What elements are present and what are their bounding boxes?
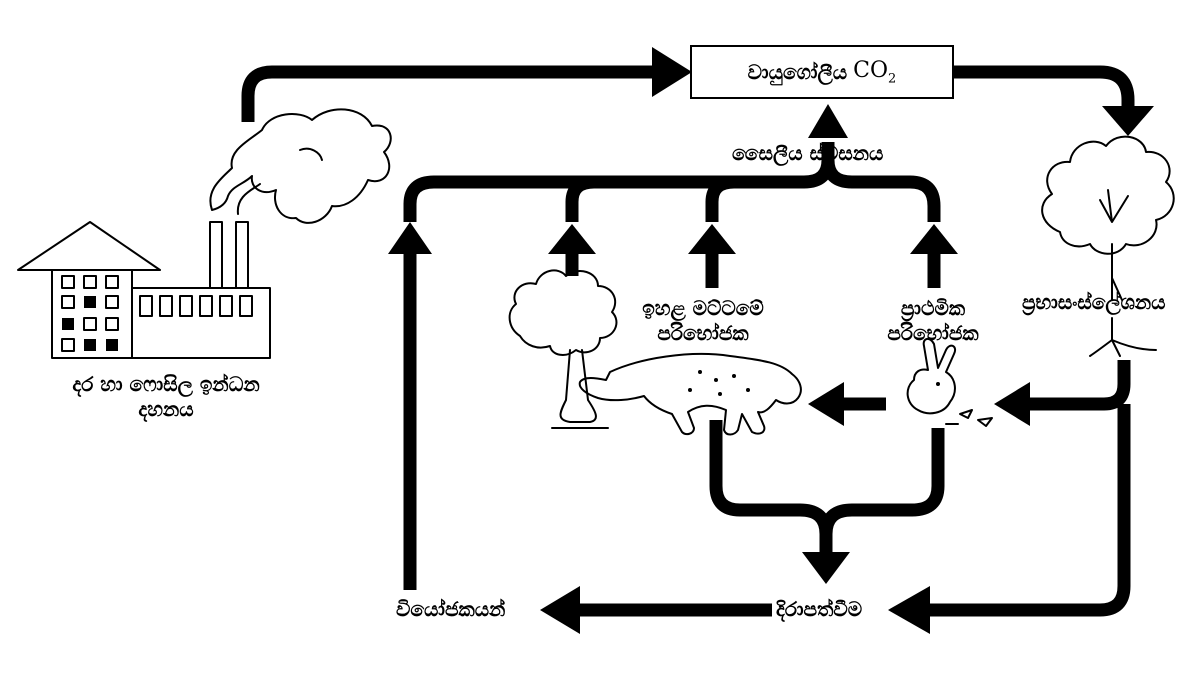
photosynthesis-label: ප්‍රභාසංස්ලේශනය xyxy=(1022,290,1166,314)
factory-icon xyxy=(17,221,271,359)
plant-to-decay-arrow xyxy=(930,404,1131,617)
decay-label: දිරාපත්වීම xyxy=(776,597,863,621)
higher-consumers-label: ඉහළ මට්ටමේ පරිභෝජක xyxy=(642,296,764,345)
plant-to-rabbit-arrow xyxy=(1030,360,1131,411)
atmosphere-to-plant-arrow xyxy=(954,65,1135,108)
respiration-bracket xyxy=(403,153,941,222)
respiration-arrow-head xyxy=(808,104,848,138)
atmosphere-label: වායුගෝලීය xyxy=(747,60,848,84)
combustion-label: දර හා ෆොසිල ඉන්ධන දහනය xyxy=(72,372,260,421)
tree-icon xyxy=(1041,135,1175,357)
consumers-to-decay-bracket xyxy=(709,420,945,541)
decomposers-label: වියෝජකයන් xyxy=(396,597,506,621)
co2-formula: CO2 xyxy=(853,57,897,87)
primary-consumers-label: ප්‍රාථමික පරිභෝජක xyxy=(887,296,979,345)
atmosphere-co2-box: වායුගෝලීය CO2 xyxy=(690,45,954,99)
leopard-icon xyxy=(578,353,802,436)
cellular-respiration-label: සෛලීය ස්වසනය xyxy=(732,141,884,165)
combustion-flow-arrow xyxy=(241,65,652,122)
tree-icon xyxy=(508,269,618,429)
smoke-icon xyxy=(209,108,392,224)
rabbit-icon xyxy=(906,338,993,427)
